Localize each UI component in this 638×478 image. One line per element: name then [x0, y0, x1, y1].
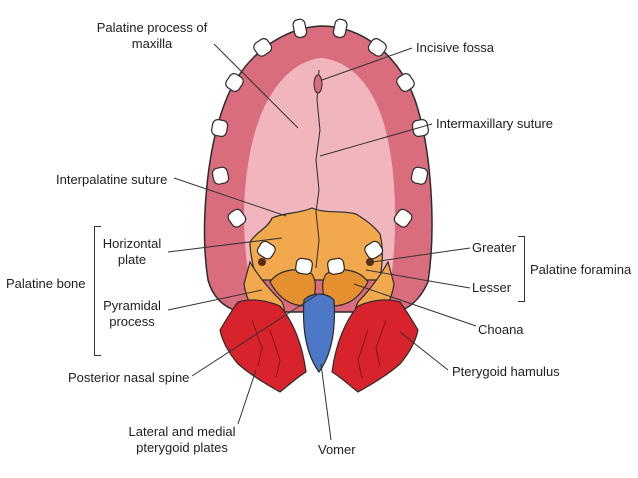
palatine-foramina-bracket	[518, 236, 525, 302]
leader-intermaxillary-suture	[319, 123, 433, 157]
palatine-bone-bracket	[94, 226, 101, 356]
label-lesser: Lesser	[472, 280, 512, 295]
label-palatine-process-line2: maxilla	[131, 36, 173, 51]
leader-lines	[167, 43, 477, 441]
tooth	[393, 208, 413, 228]
label-horizontal-plate-line2: plate	[117, 252, 147, 267]
leader-vomer	[320, 363, 332, 441]
label-pterygoid-hamulus: Pterygoid hamulus	[452, 364, 560, 379]
greater-palatine-foramen-left	[258, 258, 266, 266]
label-greater: Greater	[472, 240, 517, 255]
leader-posterior-nasal-spine	[191, 293, 319, 377]
tooth	[332, 18, 348, 39]
label-pterygoid-plates-line2: pterygoid plates	[136, 440, 228, 455]
leader-pterygoid-plates	[237, 369, 257, 425]
intermaxillary-suture-line	[315, 69, 321, 269]
label-intermaxillary-suture: Intermaxillary suture	[436, 116, 554, 131]
pterygoid-shading-right	[357, 319, 387, 379]
label-choana: Choana	[478, 322, 524, 337]
tooth	[256, 240, 276, 260]
label-pterygoid-plates-line1: Lateral and medial	[128, 424, 236, 439]
incisive-fossa-mark	[313, 74, 323, 94]
tooth	[364, 240, 384, 260]
tooth	[253, 38, 273, 57]
tooth	[411, 119, 429, 137]
label-pterygoid-plates: Lateral and medial pterygoid plates	[122, 424, 242, 456]
greater-palatine-foramen-right	[366, 258, 374, 266]
leader-choana	[353, 283, 477, 327]
label-horizontal-plate-line1: Horizontal	[102, 236, 162, 251]
tooth	[295, 257, 313, 275]
pterygoid-plates-left	[219, 299, 307, 393]
label-palatine-foramina: Palatine foramina	[530, 262, 632, 277]
tooth	[367, 38, 387, 57]
label-palatine-process: Palatine process of maxilla	[90, 20, 214, 52]
tooth	[211, 166, 230, 185]
label-incisive-fossa: Incisive fossa	[416, 40, 495, 55]
pterygoid-shading-left	[251, 319, 281, 379]
tooth	[292, 18, 308, 39]
leader-incisive-fossa	[321, 47, 413, 81]
tooth	[225, 73, 244, 92]
tooth	[211, 119, 229, 137]
choana-left	[269, 269, 316, 307]
leader-horizontal-plate	[167, 237, 283, 253]
label-pyramidal-process-line2: process	[109, 314, 155, 329]
leader-pterygoid-hamulus	[399, 331, 449, 371]
vomer-bone	[302, 293, 336, 374]
tooth	[396, 73, 415, 92]
leader-pyramidal-process	[167, 289, 263, 311]
dental-arch	[211, 18, 429, 275]
leader-lesser	[365, 269, 471, 289]
tooth	[227, 208, 247, 228]
leader-greater	[371, 247, 471, 263]
leader-interpalatine-suture	[173, 177, 287, 217]
label-pyramidal-process-line1: Pyramidal	[103, 298, 161, 313]
label-interpalatine-suture: Interpalatine suture	[56, 172, 168, 187]
label-palatine-process-line1: Palatine process of	[96, 20, 208, 35]
label-vomer: Vomer	[318, 442, 356, 457]
choana-right	[322, 269, 369, 307]
label-posterior-nasal-spine: Posterior nasal spine	[68, 370, 190, 385]
label-palatine-bone: Palatine bone	[6, 276, 86, 291]
tooth	[410, 166, 429, 185]
tooth	[327, 257, 345, 275]
pterygoid-plates-right	[331, 299, 419, 393]
label-horizontal-plate: Horizontal plate	[96, 236, 168, 268]
leader-palatine-process	[213, 43, 299, 129]
label-pyramidal-process: Pyramidal process	[96, 298, 168, 330]
